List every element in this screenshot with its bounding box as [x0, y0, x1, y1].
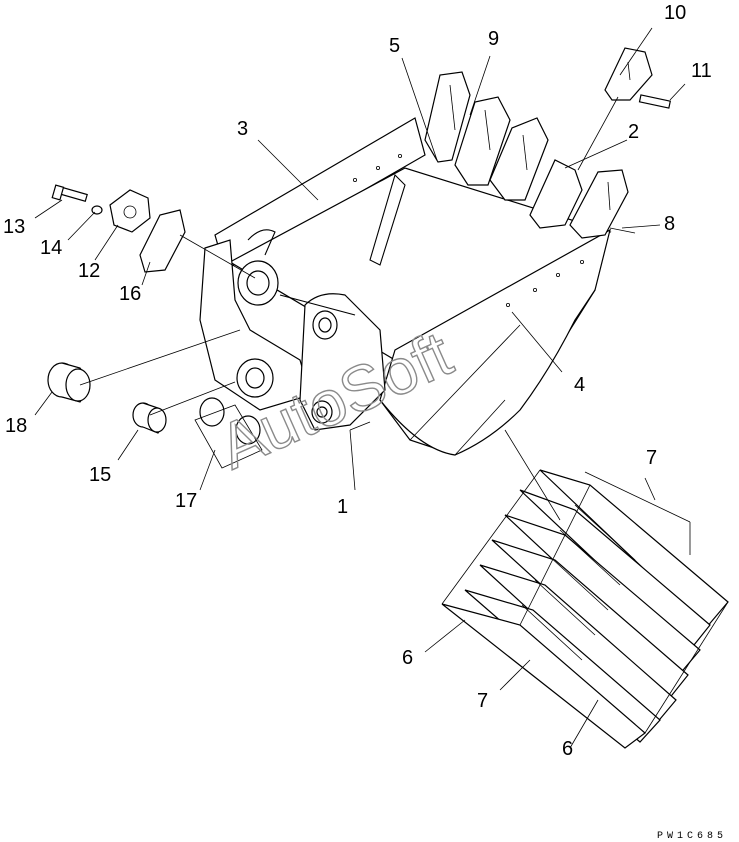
retainer-plate	[139, 209, 186, 273]
wear-plates	[441, 469, 729, 749]
callout-4: 4	[574, 374, 585, 396]
shim	[194, 397, 263, 469]
callout-15: 15	[89, 464, 111, 486]
callout-12: 12	[78, 260, 100, 282]
callout-1: 1	[337, 496, 348, 518]
callout-16: 16	[119, 283, 141, 305]
callout-9: 9	[488, 28, 499, 50]
callout-3: 3	[237, 118, 248, 140]
lock-plate	[109, 189, 151, 233]
callout-14: 14	[40, 237, 62, 259]
washer	[91, 205, 103, 215]
bushing-small	[132, 402, 167, 434]
callout-13: 13	[3, 216, 25, 238]
callout-10: 10	[664, 2, 686, 24]
callout-11: 11	[691, 60, 712, 82]
callout-8: 8	[664, 213, 675, 235]
callout-5: 5	[389, 35, 400, 57]
bucket-body	[199, 117, 612, 456]
bucket-teeth	[424, 71, 629, 239]
callout-17: 17	[175, 490, 197, 512]
callout-6a: 6	[402, 647, 413, 669]
drawing-code: PW1C685	[657, 831, 727, 842]
callout-2: 2	[628, 121, 639, 143]
bolt	[51, 184, 88, 202]
callout-18: 18	[5, 415, 27, 437]
tooth-point	[604, 47, 653, 101]
bushing-large	[47, 362, 91, 403]
leader-lines	[34, 27, 686, 749]
tooth-pin	[638, 94, 672, 109]
callout-7a: 7	[646, 447, 657, 469]
callout-6b: 6	[562, 738, 573, 760]
callout-7b: 7	[477, 690, 488, 712]
